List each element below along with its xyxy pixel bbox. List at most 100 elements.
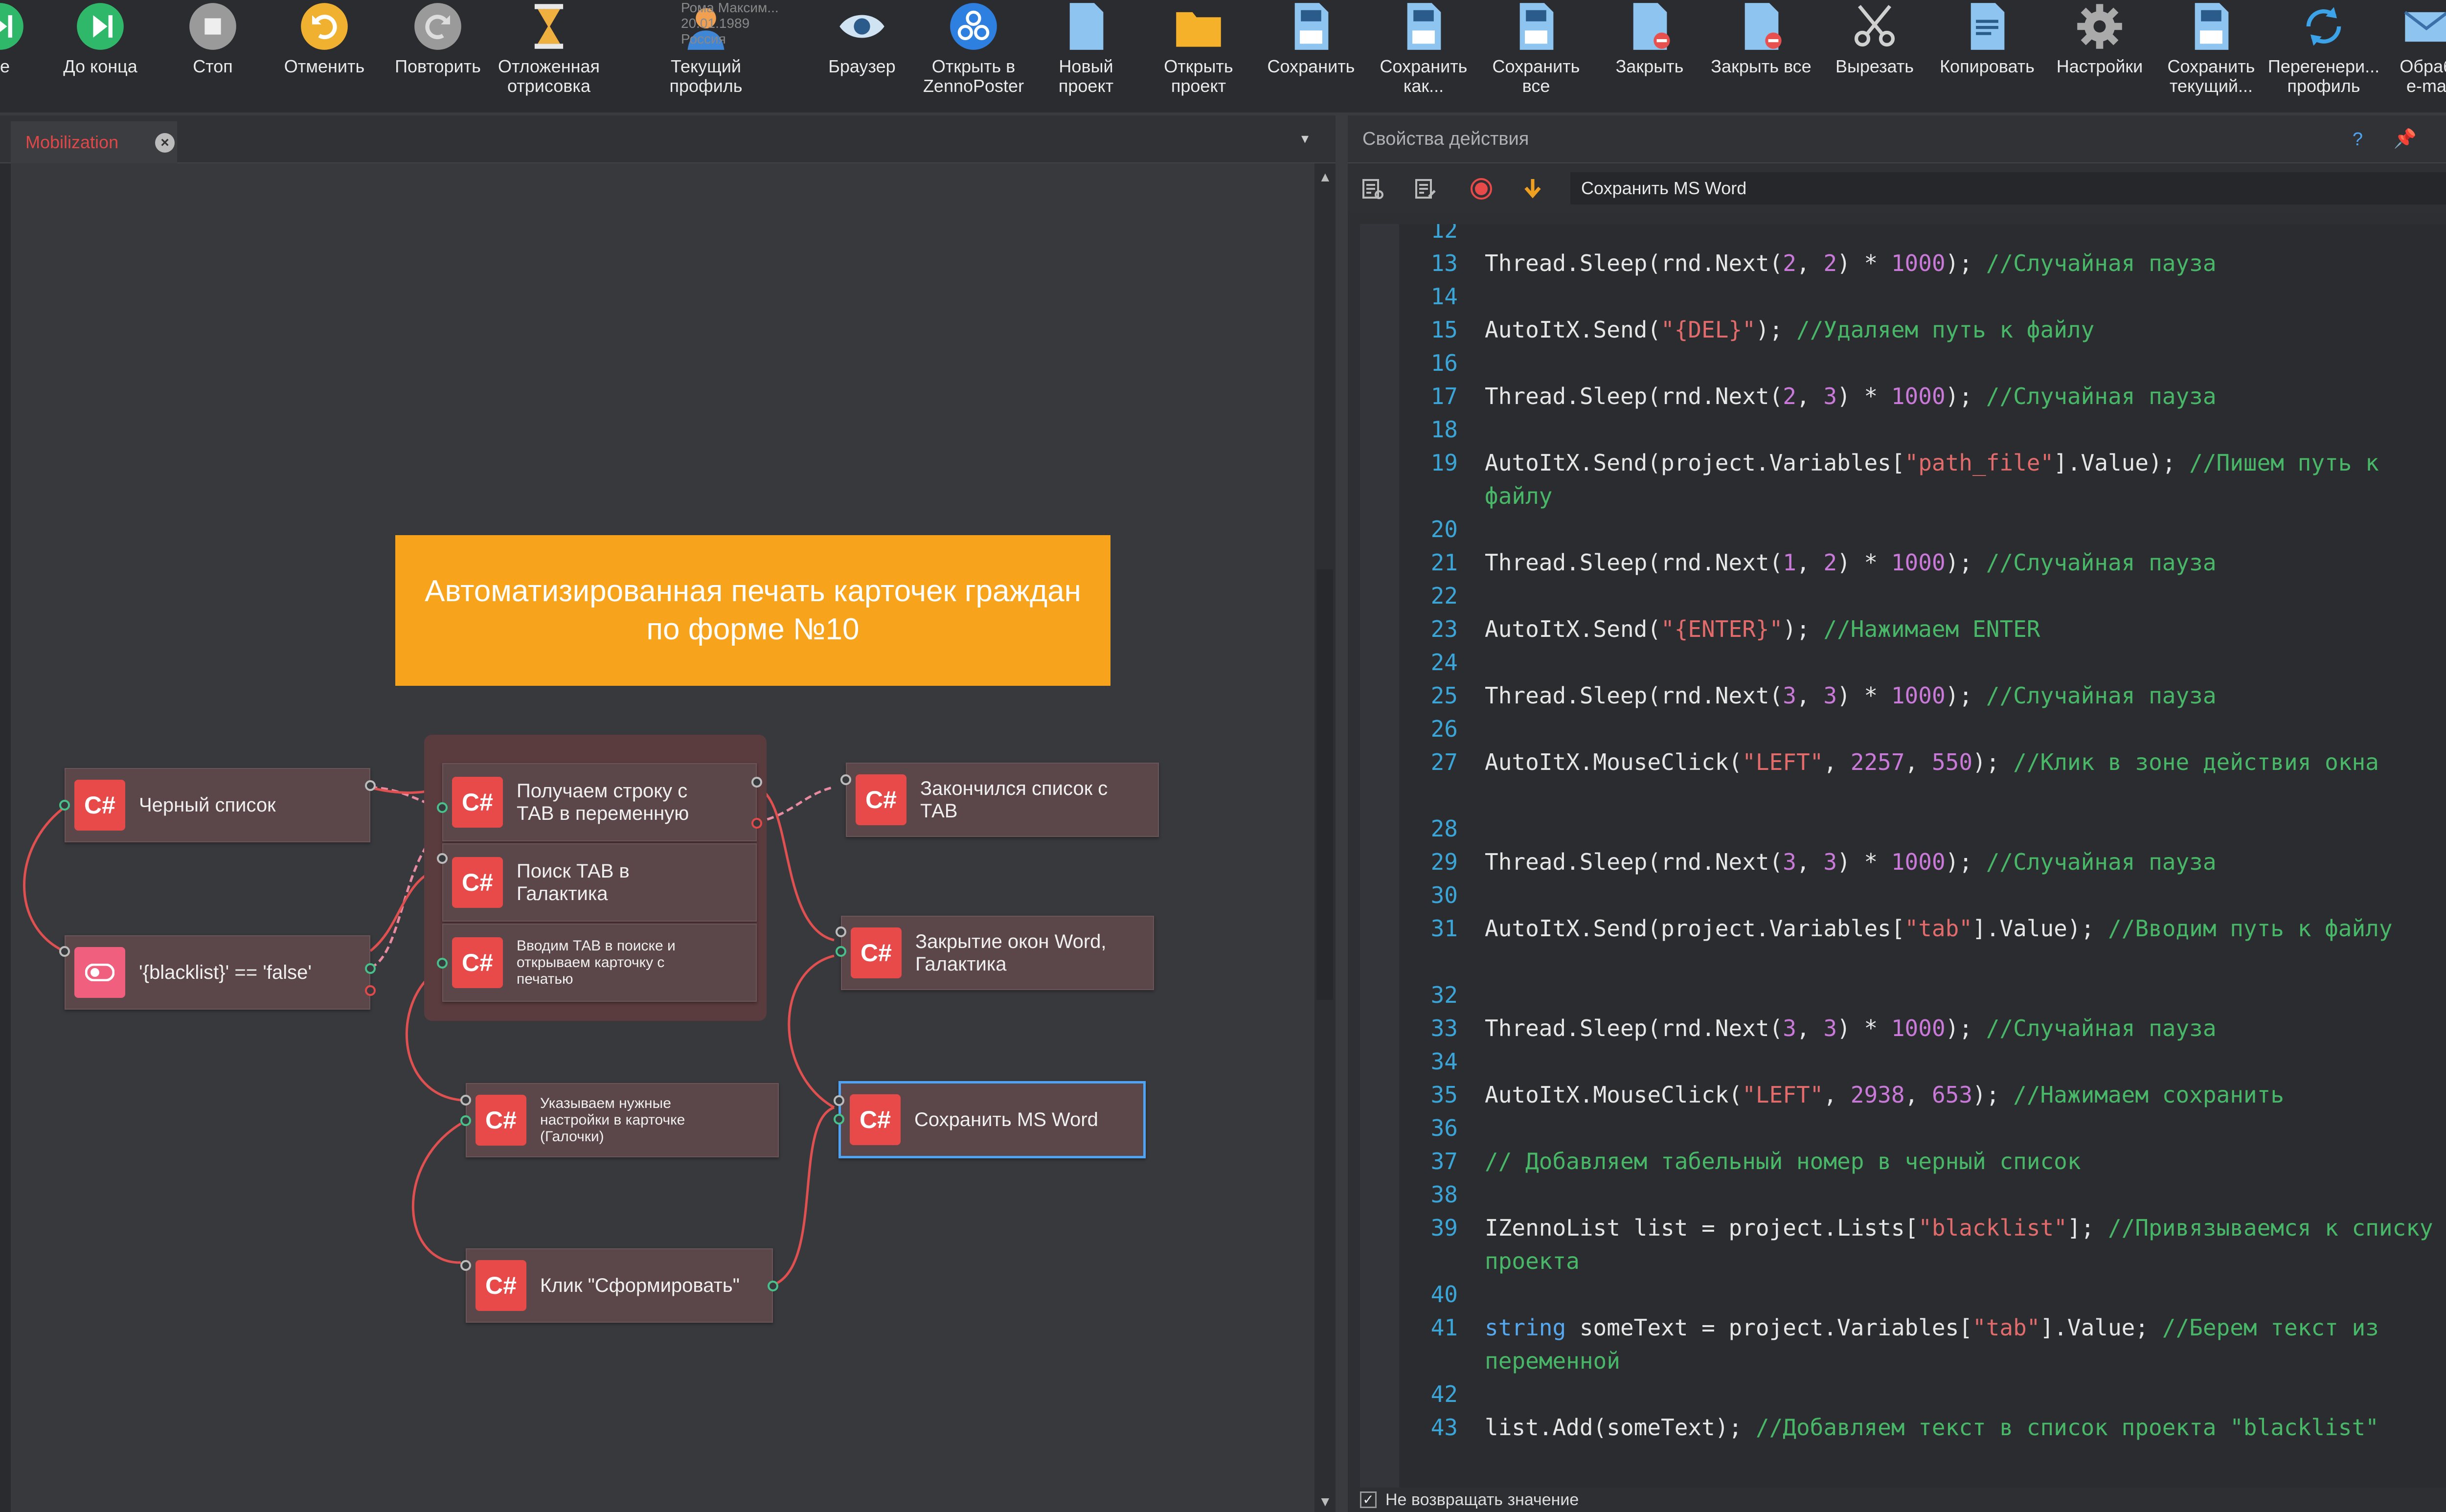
toolbar-label: До конца [63,56,137,76]
panel-footer: ✓ Не возвращать значение [1348,1488,2446,1512]
code-token: 653 [1931,1082,1973,1108]
code-token: 1000 [1891,549,1946,576]
input-port[interactable] [59,800,70,811]
toolbar-button-zennoposter[interactable]: Открыть в ZennoPoster [920,0,1027,113]
new-file-icon [1060,0,1112,53]
profile-info: Рома Максим... 20.01.1989 Россия [681,0,779,46]
scroll-up-icon[interactable]: ▲ [1318,169,1332,184]
node-enter-tab[interactable]: C# Вводим ТАВ в поиске и открываем карто… [437,924,757,1002]
code-token: 3 [1783,849,1796,875]
input-port[interactable] [437,802,448,813]
input-port[interactable] [460,1115,471,1126]
link [788,954,835,1109]
toolbar-button-new-file[interactable]: Новый проект [1032,0,1140,113]
toolbar-button-eye[interactable]: Браузер [808,0,916,113]
no-return-checkbox[interactable]: ✓ [1360,1491,1377,1508]
toolbar-button-copy[interactable]: Копировать [1933,0,2041,113]
node-label: '{blacklist}' == 'false' [139,962,312,983]
code-token: ); [1945,849,1986,875]
node-search-tab[interactable]: C# Поиск ТАВ в Галактика [437,843,757,922]
help-icon[interactable]: ? [2352,129,2363,150]
output-port[interactable] [768,1281,778,1291]
input-port[interactable] [836,946,846,957]
toolbar-button-save-all[interactable]: Сохранить все [1482,0,1590,113]
input-port[interactable] [59,946,70,957]
input-port[interactable] [460,1260,471,1271]
snippets-icon[interactable] [1359,175,1386,203]
csharp-icon: C# [850,1094,901,1145]
toolbar-button-hourglass[interactable]: Отложенная отрисовка [495,0,603,113]
input-port[interactable] [460,1095,471,1106]
link [756,786,835,942]
output-port[interactable] [751,777,762,788]
line-number: 26 [1430,716,1458,742]
toolbar-button-profile[interactable]: Текущий профиль [652,0,760,113]
input-port[interactable] [836,926,846,937]
action-name-field[interactable]: Сохранить MS Word [1570,172,2446,204]
node-get-line[interactable]: C# Получаем строку с ТАВ в переменную [437,763,762,841]
toolbar-button-stop[interactable]: Стоп [159,0,267,113]
node-save-word[interactable]: C# Сохранить MS Word [834,1081,1146,1158]
toolbar-button-partial[interactable]: ее [0,0,54,113]
code-token: Thread.Sleep(rnd.Next( [1485,682,1783,709]
toolbar-button-undo[interactable]: Отменить [271,0,378,113]
node-close-windows[interactable]: C# Закрытие окон Word, Галактика [836,916,1154,990]
code-token: , [1823,749,1851,775]
code-token: 1000 [1891,383,1946,409]
project-canvas[interactable]: Автоматизированная печать карточек гражд… [11,163,1314,1512]
node-settings[interactable]: C# Указываем нужные настройки в карточке… [460,1083,779,1157]
toolbar-button-folder[interactable]: Открыть проект [1145,0,1252,113]
edit-code-icon[interactable] [1411,175,1439,203]
project-title-note[interactable]: Автоматизированная печать карточек гражд… [395,535,1110,686]
toolbar-button-scissors[interactable]: Вырезать [1821,0,1928,113]
toolbar-button-play-to-end[interactable]: До конца [46,0,154,113]
input-port[interactable] [834,1114,844,1125]
toolbar-button-save-as[interactable]: Сохранить как... [1370,0,1477,113]
input-port[interactable] [834,1095,844,1106]
input-port[interactable] [437,958,448,969]
toolbar-button-redo[interactable]: Повторить [384,0,492,113]
code-token: 2 [1823,549,1837,576]
toolbar-button-save-profile[interactable]: Сохранить текущий... [2157,0,2265,113]
toolbar-button-email[interactable]: Обраб e-ma [2373,0,2446,113]
toolbar-button-regenerate[interactable]: Перегенери... профиль [2268,0,2379,113]
toolbar-button-gear[interactable]: Настройки [2046,0,2153,113]
chevron-down-icon[interactable]: ▾ [1301,131,1309,147]
left-strip [0,163,11,1512]
code-token: ); [1972,1082,2014,1108]
input-port[interactable] [437,853,448,864]
toolbar-button-close-file[interactable]: Закрыть [1596,0,1703,113]
output-port[interactable] [365,780,376,791]
node-blacklist[interactable]: C# Черный список [59,768,376,842]
scroll-thumb[interactable] [1316,569,1333,1000]
line-number: 14 [1430,283,1458,310]
line-number: 15 [1430,316,1458,343]
node-list-ended[interactable]: C# Закончился список с ТАВ [840,763,1159,837]
node-label: Закрытие окон Word, Галактика [915,931,1107,975]
input-port[interactable] [840,774,851,785]
pin-icon[interactable]: 📌 [2393,129,2417,149]
error-port[interactable] [751,818,762,829]
code-token: Thread.Sleep(rnd.Next( [1485,383,1783,409]
node-condition[interactable]: '{blacklist}' == 'false' [59,935,376,1010]
close-icon[interactable]: × [155,133,175,153]
code-token: 1000 [1891,250,1946,276]
line-number: 28 [1430,815,1458,842]
error-port[interactable] [365,985,376,996]
code-token: , [1904,749,1932,775]
csharp-icon: C# [856,774,906,825]
undo-icon [298,0,351,53]
node-click-form[interactable]: C# Клик "Сформировать" [460,1248,778,1323]
code-token: 1 [1783,549,1796,576]
canvas-scrollbar[interactable]: ▲ ▼ [1314,163,1336,1512]
tab-label: Mobilization [25,132,119,152]
code-token: ) * [1837,849,1891,875]
arrow-down-icon[interactable] [1519,175,1546,203]
scroll-down-icon[interactable]: ▼ [1318,1494,1332,1509]
toolbar-button-save[interactable]: Сохранить [1257,0,1365,113]
tab-mobilization[interactable]: Mobilization × [11,121,177,163]
toolbar-button-close-all[interactable]: Закрыть все [1707,0,1815,113]
record-icon[interactable] [1468,175,1495,203]
output-port[interactable] [365,963,376,974]
